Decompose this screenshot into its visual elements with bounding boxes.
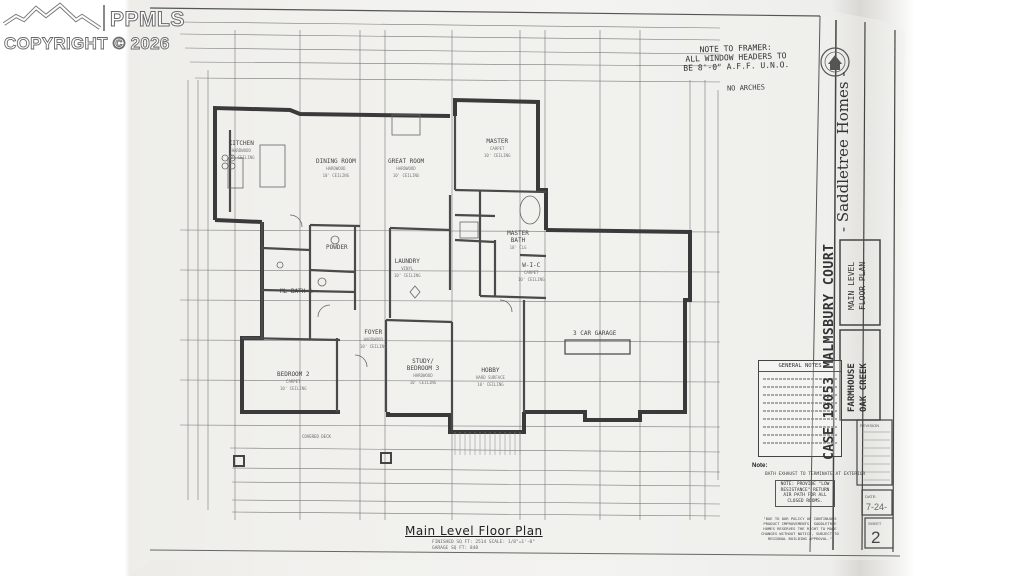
no-arches-note: NO ARCHES bbox=[726, 83, 766, 93]
note-line: CLOSED ROOMS. bbox=[787, 498, 823, 504]
policy-note: "DUE TO OUR POLICY OF CONTINUOUS PRODUCT… bbox=[761, 516, 839, 541]
company-name: - Saddletree Homes - bbox=[834, 71, 852, 232]
notes-line bbox=[763, 426, 837, 428]
plan-subtitle-line: GARAGE SQ FT: 848 bbox=[432, 546, 479, 551]
sheet-name-line: MAIN LEVEL bbox=[847, 261, 856, 310]
notes-line bbox=[763, 402, 837, 404]
note-line: NOTE: PROVIDE "LOW bbox=[780, 482, 830, 487]
sheet-name: MAIN LEVEL FLOOR PLAN bbox=[846, 262, 868, 310]
notes-line bbox=[763, 386, 837, 388]
plan-title: Main Level Floor Plan bbox=[405, 524, 543, 538]
address-label: CASE 19053 MALMSBURY COURT bbox=[822, 243, 837, 461]
model-line: FARMHOUSE bbox=[847, 363, 857, 412]
notes-line bbox=[763, 434, 837, 436]
date-value: 7-24- bbox=[866, 502, 888, 512]
notes-line bbox=[763, 378, 837, 380]
covered-deck-label: COVERED DECK bbox=[302, 434, 331, 439]
watermark-brand: PPMLS bbox=[110, 8, 185, 32]
low-resistance-note: NOTE: PROVIDE "LOW RESISTANCE" RETURN AI… bbox=[775, 480, 835, 507]
framer-note: NOTE TO FRAMER: ALL WINDOW HEADERS TO BE… bbox=[683, 42, 789, 73]
revision-label: REVISION bbox=[860, 423, 880, 428]
model-name: FARMHOUSE OAK CREEK bbox=[846, 363, 870, 412]
notes-line bbox=[763, 418, 837, 420]
mountains-icon bbox=[2, 2, 102, 30]
notes-line bbox=[763, 442, 837, 444]
notes-line bbox=[763, 394, 837, 396]
note-line: AIR PATH FOR ALL bbox=[783, 493, 827, 498]
room-ml-bath: ML BATH A bbox=[280, 288, 313, 295]
room-garage: 3 CAR GARAGE bbox=[573, 330, 617, 337]
mls-watermark: PPMLS COPYRIGHT © 2026 bbox=[2, 2, 217, 57]
general-notes-box: GENERAL NOTES bbox=[758, 360, 842, 457]
plan-subtitle: FINISHED SQ FT: 2514 SCALE: 1/8"=1'-0" G… bbox=[432, 540, 535, 552]
notes-line bbox=[763, 410, 837, 412]
room-powder: POWDER bbox=[326, 244, 348, 251]
note-label: Note: bbox=[752, 463, 768, 469]
note-line: RESISTANCE" RETURN bbox=[780, 487, 830, 493]
watermark-copyright: COPYRIGHT © 2026 bbox=[4, 34, 170, 54]
watermark-divider bbox=[103, 5, 105, 31]
bath-exhaust-note: BATH EXHAUST TO TERMINATE AT EXTERIOR bbox=[765, 472, 866, 477]
sheet-label: SHEET bbox=[868, 521, 882, 526]
model-line: OAK CREEK bbox=[859, 363, 869, 412]
sheet-number: 2 bbox=[871, 528, 881, 547]
date-label: DATE: bbox=[865, 494, 877, 499]
sheet-name-line: FLOOR PLAN bbox=[858, 261, 867, 310]
general-notes-title: GENERAL NOTES bbox=[759, 361, 841, 372]
plan-subtitle-line: FINISHED SQ FT: 2514 SCALE: 1/8"=1'-0" bbox=[432, 540, 535, 545]
